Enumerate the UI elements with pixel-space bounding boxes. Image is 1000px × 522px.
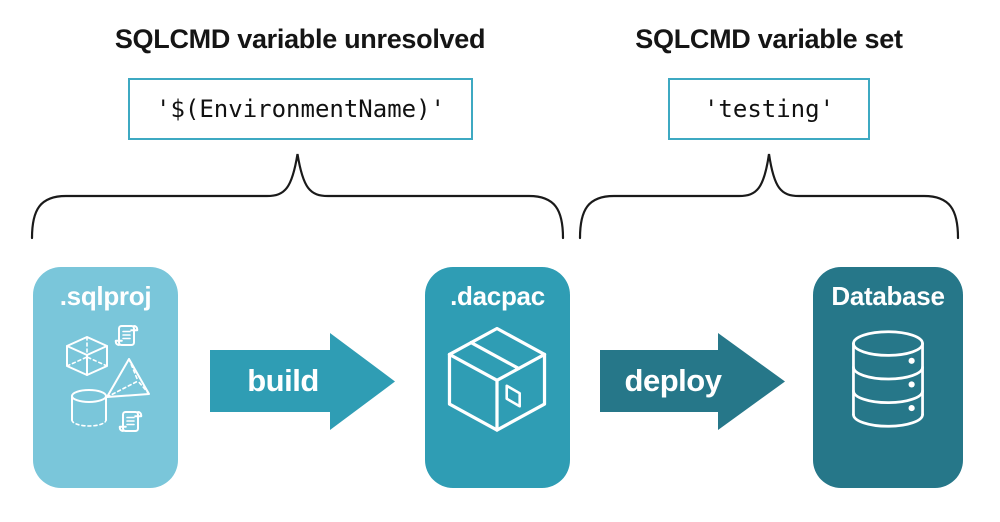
- build-arrow-label: build: [247, 363, 319, 398]
- sqlproj-node: .sqlproj: [33, 267, 178, 488]
- dacpac-label: .dacpac: [450, 281, 545, 311]
- unresolved-variable-code-box: '$(EnvironmentName)': [128, 78, 473, 140]
- arrow-shape: [600, 333, 785, 430]
- resolved-variable-code-box: 'testing': [668, 78, 870, 140]
- deploy-arrow: deploy: [600, 333, 785, 430]
- cube-icon: [66, 336, 108, 376]
- database-label: Database: [831, 281, 945, 311]
- database-icon: [852, 330, 924, 428]
- pyramid-icon: [106, 358, 150, 398]
- right-heading: SQLCMD variable set: [635, 24, 903, 54]
- database-node: Database: [813, 267, 963, 488]
- sql-objects-icons: [66, 325, 150, 432]
- dacpac-node: .dacpac: [425, 267, 570, 488]
- script-icon: [114, 325, 139, 346]
- deploy-arrow-label: deploy: [624, 363, 722, 398]
- curly-brace-left: [30, 153, 565, 240]
- arrow-shape: [210, 333, 395, 430]
- left-heading: SQLCMD variable unresolved: [114, 24, 486, 54]
- script-icon: [118, 411, 143, 432]
- build-arrow: build: [210, 333, 395, 430]
- curly-brace-right: [578, 153, 960, 240]
- cylinder-icon: [71, 389, 107, 427]
- sqlproj-label: .sqlproj: [59, 281, 152, 311]
- package-icon: [447, 326, 547, 432]
